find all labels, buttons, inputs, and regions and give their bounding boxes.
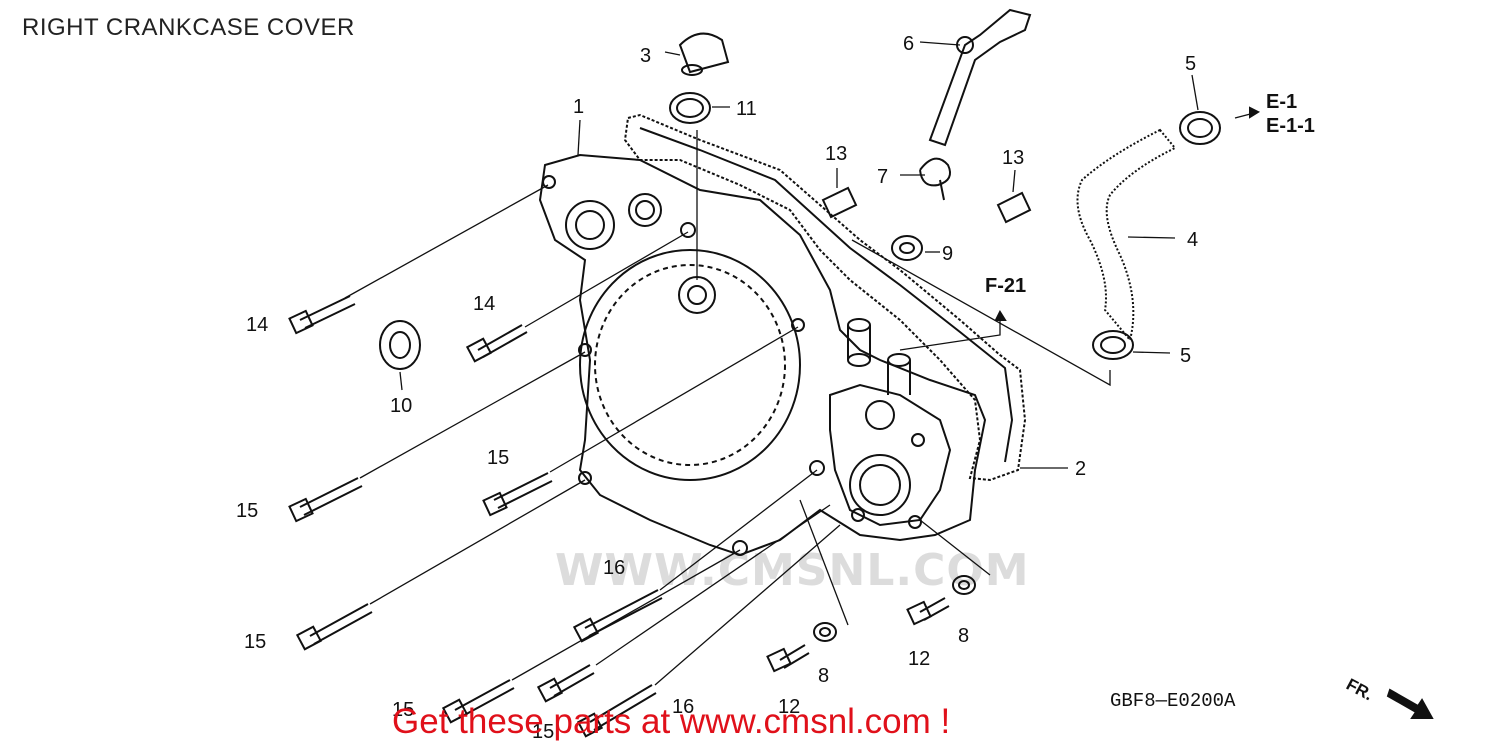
callout-15d: 15 — [392, 699, 414, 721]
callout-1: 1 — [573, 96, 584, 118]
callout-10: 10 — [390, 395, 412, 417]
callout-12b: 12 — [778, 696, 800, 718]
callout-12a: 12 — [908, 648, 930, 670]
callout-5a: 5 — [1185, 53, 1196, 75]
callout-8a: 8 — [818, 665, 829, 687]
return-spring — [919, 157, 951, 201]
callout-15b: 15 — [487, 447, 509, 469]
promo-link-text[interactable]: Get these parts at www.cmsnl.com ! — [392, 702, 951, 741]
callout-4: 4 — [1187, 229, 1198, 251]
shift-lever — [928, 8, 1032, 147]
callout-7: 7 — [877, 166, 888, 188]
callout-labels: 1 2 3 4 5 5 6 7 8 8 9 10 11 12 12 13 13 … — [236, 33, 1198, 743]
watermark-text: WWW.CMSNL.COM — [555, 545, 1030, 596]
callout-15c: 15 — [244, 631, 266, 653]
front-direction-arrow — [1386, 688, 1434, 719]
page-title: RIGHT CRANKCASE COVER — [22, 14, 355, 41]
bolt-group — [288, 295, 950, 738]
reference-f21: F-21 — [985, 275, 1026, 297]
reference-e1: E-1 — [1266, 91, 1297, 113]
callout-8b: 8 — [958, 625, 969, 647]
callout-11: 11 — [736, 98, 757, 120]
callout-13a: 13 — [825, 143, 847, 165]
callout-3: 3 — [640, 45, 651, 67]
gasket-outline — [623, 113, 1027, 482]
callout-15a: 15 — [236, 500, 258, 522]
callout-15e: 15 — [532, 721, 554, 743]
water-hose — [1076, 128, 1177, 343]
callout-5b: 5 — [1180, 345, 1191, 367]
callout-13b: 13 — [1002, 147, 1024, 169]
reference-e11: E-1-1 — [1266, 115, 1315, 137]
callout-16a: 16 — [603, 557, 625, 579]
diagram-code: GBF8—E0200A — [1110, 690, 1236, 712]
callout-6: 6 — [903, 33, 914, 55]
crankcase-cover-body — [538, 153, 987, 557]
front-direction-label: FR. — [1343, 675, 1376, 705]
callout-16b: 16 — [672, 696, 694, 718]
callout-2: 2 — [1075, 458, 1086, 480]
callout-9: 9 — [942, 243, 953, 265]
callout-14b: 14 — [473, 293, 495, 315]
callout-14a: 14 — [246, 314, 268, 336]
oil-filler-cap — [678, 32, 730, 74]
